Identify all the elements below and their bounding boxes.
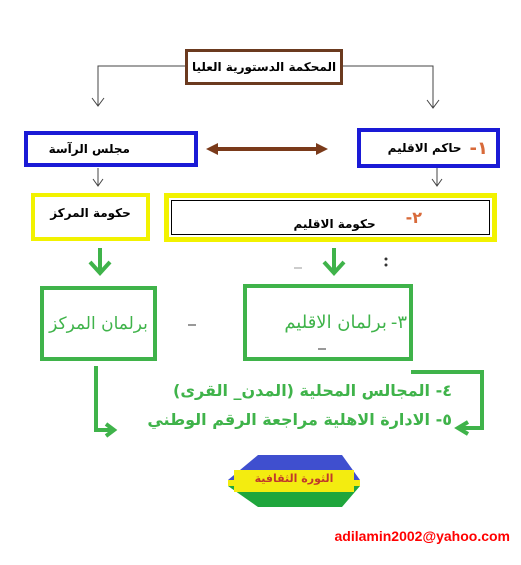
region-governor-box: ١- حاكم الاقليم: [357, 128, 500, 168]
region-parliament-label: برلمان الاقليم: [284, 312, 387, 333]
region-governor-label: حاكم الاقليم: [387, 141, 462, 155]
presidency-to-center-gov-arrow: [92, 168, 104, 187]
region-government-num: ٢-: [405, 208, 422, 227]
cultural-revolution-hexagon: [228, 455, 360, 507]
court-to-presidency-arrow: [91, 65, 185, 107]
region-government-inner-border: [171, 200, 490, 235]
region-government-label: حكومة الاقليم: [293, 216, 376, 231]
cultural-revolution-label: الثورة الثقافية: [254, 472, 334, 485]
court-to-governor-arrow: [343, 65, 440, 109]
center-gov-to-parliament-arrow: [88, 248, 112, 276]
center-parliament-box: برلمان المركز: [40, 286, 157, 361]
local-councils-text: ٤- المجالس المحلية (المدن_ القرى): [173, 381, 452, 400]
region-government-box: ٢- حكومة الاقليم: [164, 193, 497, 242]
stray-dot: [384, 263, 388, 267]
region-gov-to-parliament-arrow: [322, 248, 346, 276]
region-parliament-num: ٣-: [390, 312, 407, 333]
center-government-box: حكومة المركز: [31, 193, 150, 241]
center-government-label: حكومة المركز: [50, 206, 131, 220]
presidency-council-label: مجلس الرآسة: [48, 142, 130, 156]
governor-to-region-gov-arrow: [431, 168, 443, 187]
supreme-court-label: المحكمة الدستورية العليا: [191, 60, 337, 74]
presidency-governor-double-arrow: [206, 143, 328, 155]
supreme-court-box: المحكمة الدستورية العليا: [185, 49, 343, 85]
presidency-council-box: مجلس الرآسة: [24, 131, 198, 167]
region-parliament-box: ٣- برلمان الاقليم: [243, 284, 413, 361]
region-parliament-to-local-arrow: [411, 370, 484, 436]
center-parliament-label: برلمان المركز: [49, 313, 148, 334]
author-email: adilamin2002@yahoo.com: [334, 528, 511, 544]
region-governor-num: ١-: [469, 137, 488, 159]
civil-admin-text: ٥- الادارة الاهلية مراجعة الرقم الوطني: [147, 410, 452, 429]
center-parliament-to-local-arrow: [94, 366, 118, 438]
stray-dot: [384, 257, 388, 261]
